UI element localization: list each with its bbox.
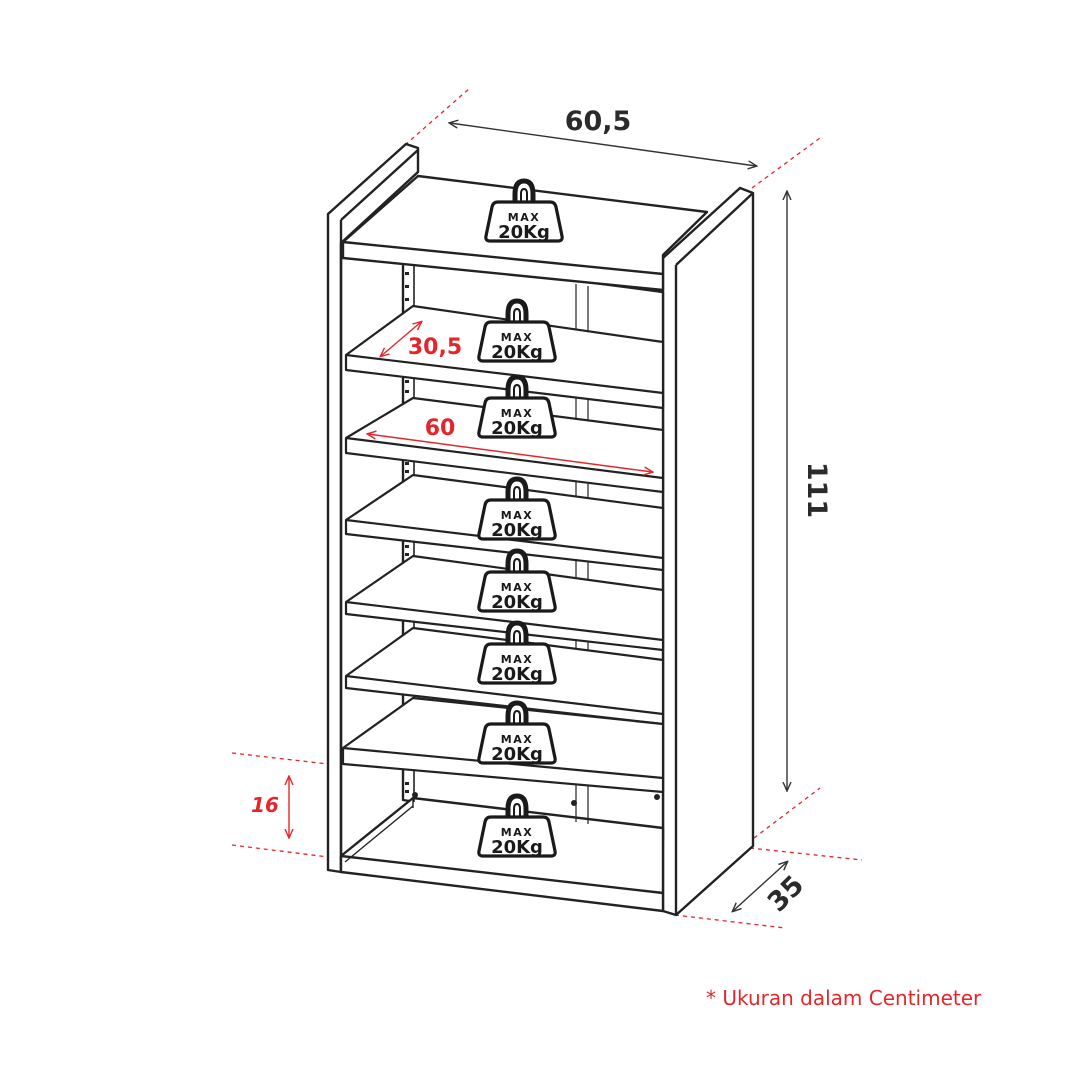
- depth-label: 35: [762, 870, 810, 918]
- weight-icon: MAX 20Kg: [486, 181, 562, 243]
- shelves: [341, 304, 665, 794]
- left-side-panel: [326, 142, 420, 874]
- weight-icon: MAX 20Kg: [479, 479, 555, 541]
- weight-value-label: 20Kg: [491, 342, 543, 363]
- weight-value-label: 20Kg: [491, 520, 543, 541]
- weight-max-label: MAX: [501, 331, 533, 344]
- weight-value-label: 20Kg: [491, 744, 543, 765]
- weight-icon: MAX 20Kg: [479, 796, 555, 858]
- shelf-width-label: 60: [425, 416, 456, 441]
- guide-lines: [231, 87, 863, 929]
- dimension-shelf-width: 60: [368, 416, 652, 472]
- weight-max-label: MAX: [501, 826, 533, 839]
- shelf-depth-label: 30,5: [408, 335, 462, 360]
- weight-max-label: MAX: [501, 581, 533, 594]
- dimension-bottom-clearance: 16: [251, 777, 289, 837]
- weight-max-label: MAX: [501, 509, 533, 522]
- weight-value-label: 20Kg: [491, 418, 543, 439]
- weight-icon: MAX 20Kg: [479, 623, 555, 685]
- dimension-width: 60,5: [450, 106, 756, 166]
- width-label: 60,5: [565, 106, 632, 137]
- weight-icon: MAX 20Kg: [479, 551, 555, 613]
- weight-value-label: 20Kg: [498, 222, 550, 243]
- weight-icon: MAX 20Kg: [479, 301, 555, 363]
- shelf-pegs: [405, 272, 660, 806]
- weight-max-label: MAX: [501, 407, 533, 420]
- units-footnote: * Ukuran dalam Centimeter: [706, 986, 982, 1010]
- height-label: 111: [801, 462, 832, 518]
- dimension-depth: 35: [733, 862, 810, 918]
- weight-max-label: MAX: [501, 733, 533, 746]
- weight-max-label: MAX: [508, 211, 540, 224]
- weight-max-label: MAX: [501, 653, 533, 666]
- weight-value-label: 20Kg: [491, 592, 543, 613]
- weight-value-label: 20Kg: [491, 837, 543, 858]
- bottom-clearance-label: 16: [251, 793, 279, 817]
- dimension-height: 111: [787, 192, 832, 790]
- weight-value-label: 20Kg: [491, 664, 543, 685]
- weight-icon: MAX 20Kg: [479, 703, 555, 765]
- dimension-shelf-depth: 30,5: [381, 322, 462, 360]
